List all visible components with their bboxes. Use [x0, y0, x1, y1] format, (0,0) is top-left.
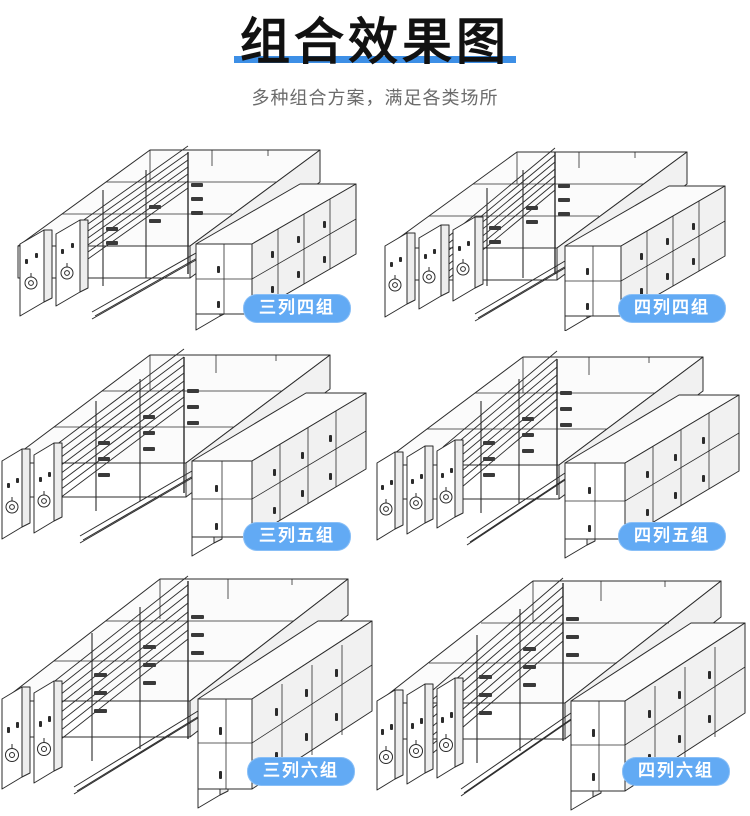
page-header: 组合效果图 多种组合方案，满足各类场所: [0, 0, 750, 110]
title-wrapper: 组合效果图: [234, 12, 516, 72]
door-handle-icon-set: [588, 437, 705, 532]
isometric-shelving-svg-5: [1, 575, 373, 809]
diagram-cell-four-col-five-group: 四列五组: [375, 331, 750, 561]
isometric-shelving-svg-2: [384, 147, 726, 331]
end-panel-group: [384, 216, 484, 318]
title-underline-bar: [234, 56, 516, 63]
end-panel-group: [19, 219, 89, 317]
diagram-cell-three-col-four-group: 三列四组: [0, 126, 375, 331]
isometric-shelving-svg-1: [17, 145, 357, 331]
handwheel-icon-set: [388, 259, 582, 306]
end-panel-group: [1, 680, 63, 790]
isometric-shelving-svg-4: [376, 350, 740, 559]
page-title: 组合效果图: [240, 14, 510, 70]
shelving-illustration-3: [0, 331, 375, 561]
diagram-label-three-col-six-group: 三列六组: [247, 757, 355, 786]
door-handle-icon-set: [219, 669, 338, 779]
door-handle-icon-set: [217, 221, 326, 308]
shelving-illustration-4: [375, 331, 750, 561]
door-handle-icon-set: [586, 223, 695, 310]
shelving-illustration-2: [375, 126, 750, 331]
diagram-label-four-col-six-group: 四列六组: [622, 757, 730, 786]
shelving-illustration-1: [0, 126, 375, 331]
diagram-grid: 三列四组: [0, 126, 750, 816]
diagram-label-four-col-four-group: 四列四组: [618, 294, 726, 323]
end-panel-group: [376, 677, 464, 791]
door-handle-icon-set: [592, 671, 711, 781]
shelving-illustration-6: [375, 561, 750, 816]
diagram-label-four-col-five-group: 四列五组: [618, 522, 726, 551]
diagram-cell-four-col-six-group: 四列六组: [375, 561, 750, 816]
end-panel-group: [376, 439, 464, 541]
end-panel-group: [1, 442, 63, 540]
diagram-label-three-col-four-group: 三列四组: [243, 294, 351, 323]
isometric-shelving-svg-6: [376, 577, 746, 811]
isometric-shelving-svg-3: [1, 348, 367, 557]
diagram-label-three-col-five-group: 三列五组: [243, 522, 351, 551]
diagram-cell-three-col-six-group: 三列六组: [0, 561, 375, 816]
diagram-cell-three-col-five-group: 三列五组: [0, 331, 375, 561]
shelving-illustration-5: [0, 561, 375, 816]
page-subtitle: 多种组合方案，满足各类场所: [251, 88, 499, 108]
door-handle-icon-set: [215, 435, 332, 530]
diagram-cell-four-col-four-group: 四列四组: [375, 126, 750, 331]
